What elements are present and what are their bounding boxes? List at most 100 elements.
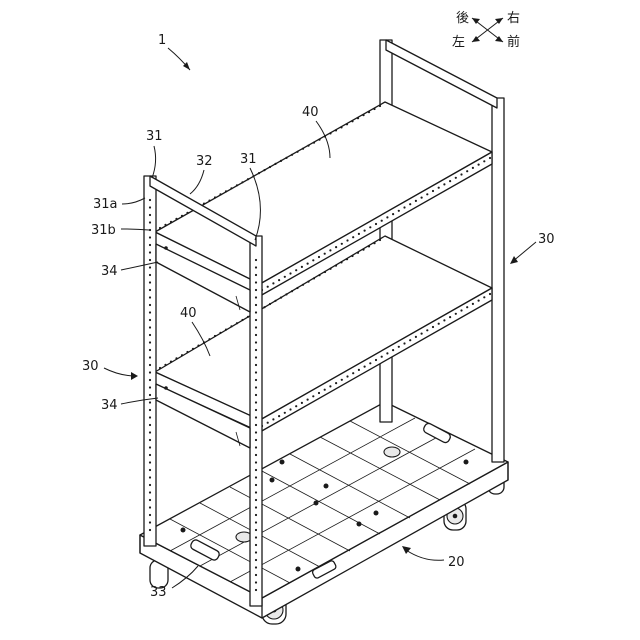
perforation-dot — [368, 111, 370, 113]
perforation-dot — [181, 354, 183, 356]
perforation-dot — [489, 293, 491, 295]
perforation-dot — [295, 269, 297, 271]
perforation-dot — [149, 424, 151, 426]
label-34-lower: 34 — [101, 398, 118, 413]
perforation-dot — [149, 356, 151, 358]
label-31b: 31b — [91, 223, 116, 238]
perforation-dot — [255, 371, 257, 373]
perforation-dot — [255, 506, 257, 508]
perforation-dot — [255, 326, 257, 328]
perforation-dot — [285, 293, 287, 295]
perforation-dot — [269, 303, 271, 305]
perforation-dot — [329, 132, 331, 134]
label-40-upper: 40 — [302, 105, 319, 120]
perforation-dot — [455, 177, 457, 179]
perforation-dot — [149, 311, 151, 313]
perforation-dot — [214, 335, 216, 337]
top-bar-back — [386, 40, 497, 108]
perforation-dot — [149, 341, 151, 343]
perforation-dot — [415, 336, 417, 338]
perforation-dot — [329, 268, 331, 270]
perforation-dot — [289, 272, 291, 274]
perforation-dot — [335, 382, 337, 384]
perforation-dot — [159, 227, 161, 229]
perforation-dot — [149, 349, 151, 351]
perforation-dot — [291, 290, 293, 292]
perforation-dot — [255, 431, 257, 433]
perforation-dot — [186, 351, 188, 353]
perforation-dot — [255, 311, 257, 313]
perforation-dot — [318, 256, 320, 258]
perforation-dot — [255, 446, 257, 448]
perforation-dot — [285, 157, 287, 159]
perforation-dot — [267, 422, 269, 424]
perforation-dot — [149, 319, 151, 321]
label-30-left: 30 — [82, 359, 99, 374]
perforation-dot — [255, 484, 257, 486]
perforation-dot — [449, 316, 451, 318]
perforation-dot — [340, 126, 342, 128]
perforation-dot — [352, 372, 354, 374]
perforation-dot — [170, 361, 172, 363]
perforation-dot — [149, 371, 151, 373]
perforation-dot — [318, 392, 320, 394]
perforation-dot — [483, 160, 485, 162]
perforation-dot — [255, 581, 257, 583]
perforation-dot — [230, 187, 232, 189]
perforation-dot — [255, 461, 257, 463]
perforation-dot — [255, 559, 257, 561]
perforation-dot — [335, 246, 337, 248]
perforation-dot — [149, 206, 151, 208]
leader-20 — [406, 550, 444, 560]
perforation-dot — [208, 200, 210, 202]
perforation-dot — [255, 401, 257, 403]
perforation-dot — [149, 431, 151, 433]
perforation-dot — [318, 274, 320, 276]
perforation-dot — [192, 348, 194, 350]
perforation-dot — [329, 249, 331, 251]
perforation-dot — [307, 263, 309, 265]
perforation-dot — [149, 521, 151, 523]
perforation-dot — [255, 334, 257, 336]
label-40-lower: 40 — [180, 306, 197, 321]
perforation-dot — [403, 206, 405, 208]
perforation-dot — [346, 258, 348, 260]
perforation-dot — [346, 123, 348, 125]
perforation-dot — [149, 469, 151, 471]
perforation-dot — [291, 154, 293, 156]
perforation-dot — [255, 341, 257, 343]
perforation-dot — [255, 304, 257, 306]
perforation-dot — [149, 461, 151, 463]
perforation-dot — [203, 203, 205, 205]
perforation-dot — [346, 239, 348, 241]
perforation-dot — [149, 514, 151, 516]
perforation-dot — [426, 193, 428, 195]
perforation-dot — [255, 349, 257, 351]
perforation-dot — [149, 401, 151, 403]
perforation-dot — [255, 379, 257, 381]
perforation-dot — [255, 409, 257, 411]
perforation-dot — [255, 499, 257, 501]
perforation-dot — [318, 139, 320, 141]
leader-32 — [190, 170, 204, 194]
base-dolly — [140, 402, 508, 624]
perforation-dot — [149, 251, 151, 253]
perforation-dot — [274, 163, 276, 165]
perforation-dot — [307, 145, 309, 147]
perforation-dot — [149, 326, 151, 328]
perforation-dot — [368, 245, 370, 247]
perforation-dot — [295, 405, 297, 407]
label-1: 1 — [158, 33, 166, 48]
label-34-upper: 34 — [101, 264, 118, 279]
perforation-dot — [324, 389, 326, 391]
perforation-dot — [149, 274, 151, 276]
perforation-dot — [443, 183, 445, 185]
perforation-dot — [255, 439, 257, 441]
perforation-dot — [357, 252, 359, 254]
perforation-dot — [432, 326, 434, 328]
perforation-dot — [236, 184, 238, 186]
perforation-dot — [149, 229, 151, 231]
perforation-dot — [329, 385, 331, 387]
perforation-dot — [263, 306, 265, 308]
label-32: 32 — [196, 154, 213, 169]
